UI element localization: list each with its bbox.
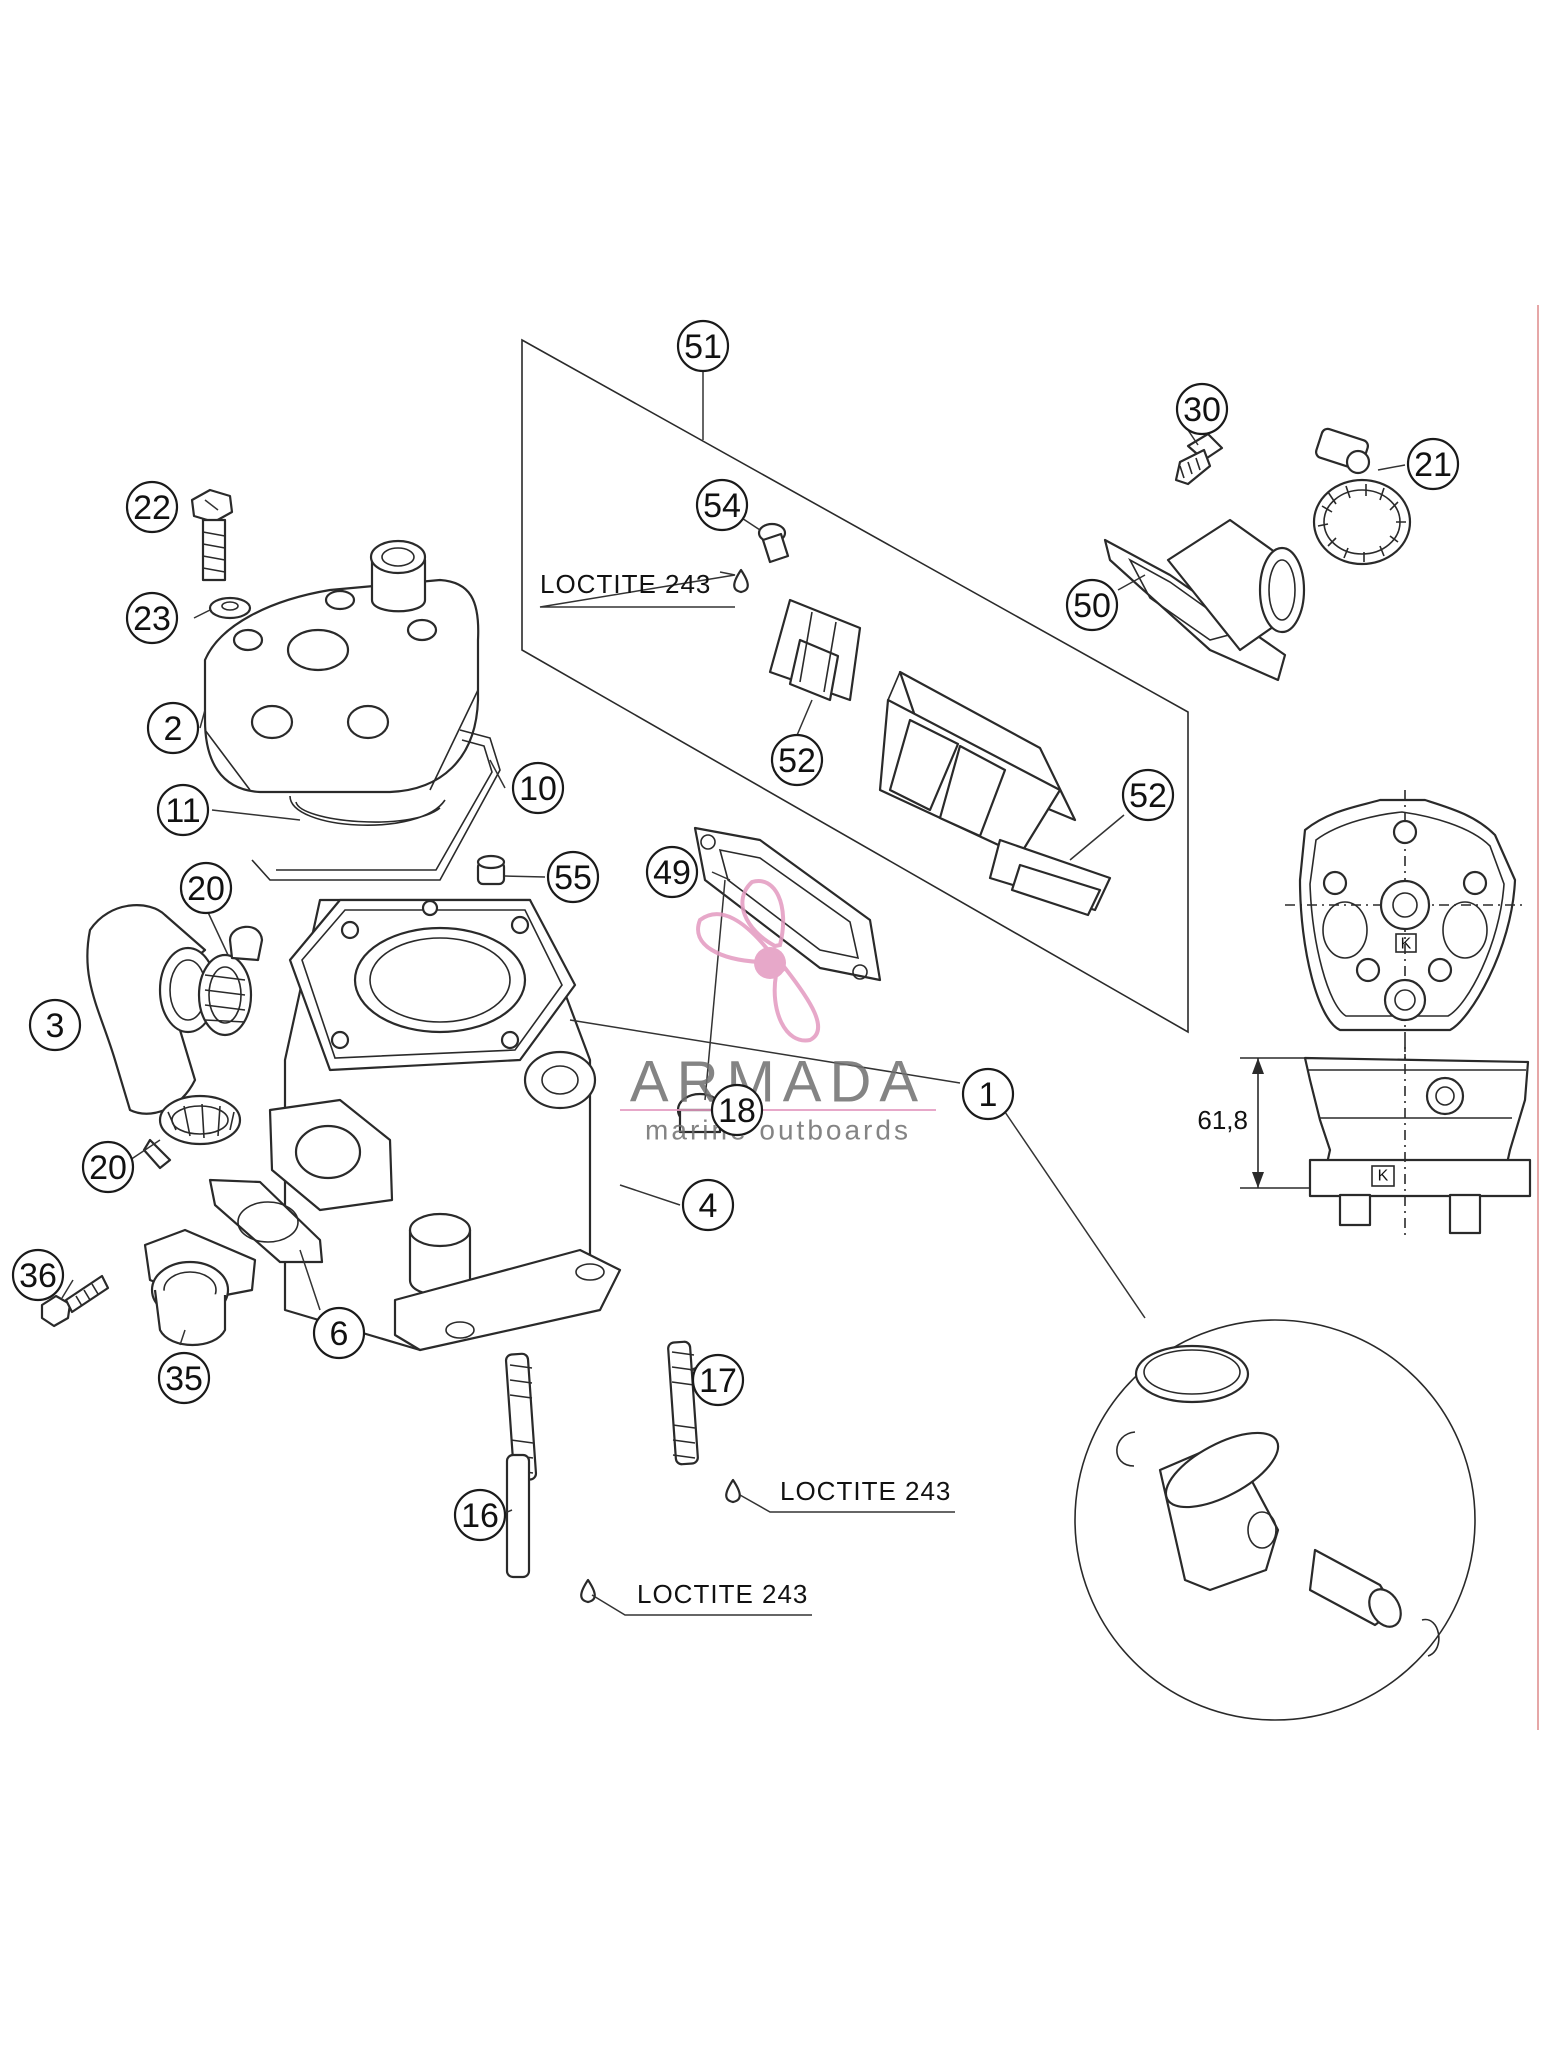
- callout-c35: 35: [157, 1351, 211, 1405]
- callout-c30: 30: [1175, 382, 1229, 436]
- callout-circle: [645, 845, 699, 899]
- callout-number: 18: [718, 1092, 756, 1130]
- callout-c21: 21: [1406, 437, 1460, 491]
- callout-circle: [1175, 382, 1229, 436]
- loctite-note-reed-screw: LOCTITE 243: [540, 569, 711, 599]
- callout-c4: 4: [681, 1178, 735, 1232]
- callout-number: 49: [653, 854, 691, 892]
- callout-c16: 16: [453, 1488, 507, 1542]
- callout-c49: 49: [645, 845, 699, 899]
- callout-c1: 1: [961, 1067, 1015, 1121]
- studs-group: [504, 1340, 741, 1604]
- callout-c51: 51: [676, 319, 730, 373]
- intake-flange-group: [1103, 427, 1412, 682]
- callout-circle: [1406, 437, 1460, 491]
- callout-circle: [1121, 768, 1175, 822]
- callout-number: 21: [1414, 446, 1452, 484]
- side-k-marking: K: [1378, 1168, 1389, 1185]
- callout-circle: [453, 1488, 507, 1542]
- callout-c10: 10: [511, 761, 565, 815]
- callout-c20a: 20: [179, 861, 233, 915]
- intake-side-group: [40, 904, 324, 1347]
- callout-number: 51: [684, 328, 722, 366]
- callout-circle: [511, 761, 565, 815]
- callout-c55: 55: [546, 850, 600, 904]
- callout-number: 36: [19, 1257, 57, 1295]
- callout-number: 55: [554, 859, 592, 897]
- callout-c54: 54: [695, 478, 749, 532]
- callout-circle: [28, 998, 82, 1052]
- callout-number: 3: [46, 1007, 65, 1045]
- callout-c23: 23: [125, 591, 179, 645]
- callout-c3: 3: [28, 998, 82, 1052]
- callout-number: 23: [133, 600, 171, 638]
- armada-watermark: ARMADA marine outboards: [620, 879, 936, 1146]
- callout-circle: [146, 701, 200, 755]
- loctite-note-stud-17: LOCTITE 243: [780, 1476, 951, 1506]
- callout-circle: [710, 1083, 764, 1137]
- callout-number: 50: [1073, 587, 1111, 625]
- callout-c11: 11: [156, 783, 210, 837]
- cylinder-group: [268, 854, 724, 1352]
- callout-c50: 50: [1065, 578, 1119, 632]
- cylinder-head-group: [190, 488, 501, 881]
- callout-c17: 17: [691, 1353, 745, 1407]
- callout-number: 2: [164, 710, 183, 748]
- callout-number: 54: [703, 487, 741, 525]
- gasket-49: [693, 826, 882, 982]
- callout-circle: [695, 478, 749, 532]
- callout-number: 30: [1183, 391, 1221, 429]
- callout-circle: [770, 733, 824, 787]
- callout-circle: [157, 1351, 211, 1405]
- callout-circle: [125, 591, 179, 645]
- callout-circle: [312, 1306, 366, 1360]
- callout-number: 22: [133, 489, 171, 527]
- callout-circle: [156, 783, 210, 837]
- callout-number: 52: [1129, 777, 1167, 815]
- callout-c2: 2: [146, 701, 200, 755]
- height-dimension-label: 61,8: [1197, 1105, 1248, 1135]
- callout-number: 10: [519, 770, 557, 808]
- callout-number: 20: [187, 870, 225, 908]
- brand-tagline: marine outboards: [645, 1115, 911, 1146]
- callout-circle: [179, 861, 233, 915]
- callout-circle: [125, 480, 179, 534]
- callout-c20b: 20: [81, 1140, 135, 1194]
- callout-number: 16: [461, 1497, 499, 1535]
- callout-c52a: 52: [770, 733, 824, 787]
- callout-circle: [691, 1353, 745, 1407]
- callout-number: 11: [165, 792, 200, 830]
- callout-circle: [961, 1067, 1015, 1121]
- callout-c18: 18: [710, 1083, 764, 1137]
- callout-circle: [546, 850, 600, 904]
- callout-c6: 6: [312, 1306, 366, 1360]
- callout-circle: [1065, 578, 1119, 632]
- callout-number: 20: [89, 1149, 127, 1187]
- callout-circle: [11, 1248, 65, 1302]
- head-side-view: K 61,8: [1197, 1042, 1532, 1240]
- callout-number: 6: [330, 1315, 349, 1353]
- piston-kit-group: [1074, 1319, 1476, 1721]
- callout-number: 35: [165, 1360, 203, 1398]
- head-k-marking: K: [1401, 936, 1412, 953]
- callout-c36: 36: [11, 1248, 65, 1302]
- reed-valve-group: [521, 338, 1189, 1034]
- head-top-view: K: [1285, 790, 1525, 1062]
- callout-layer: 1234610111617182020212223303536495051525…: [11, 319, 1460, 1542]
- callout-number: 4: [699, 1187, 718, 1225]
- callout-number: 1: [979, 1076, 998, 1114]
- callout-number: 52: [778, 742, 816, 780]
- callout-circle: [81, 1140, 135, 1194]
- brand-name: ARMADA: [630, 1050, 926, 1115]
- loctite-note-stud-16: LOCTITE 243: [637, 1579, 808, 1609]
- callout-c22: 22: [125, 480, 179, 534]
- propeller-icon: [696, 879, 821, 1043]
- callout-circle: [676, 319, 730, 373]
- callout-number: 17: [699, 1362, 737, 1400]
- callout-c52b: 52: [1121, 768, 1175, 822]
- callout-circle: [681, 1178, 735, 1232]
